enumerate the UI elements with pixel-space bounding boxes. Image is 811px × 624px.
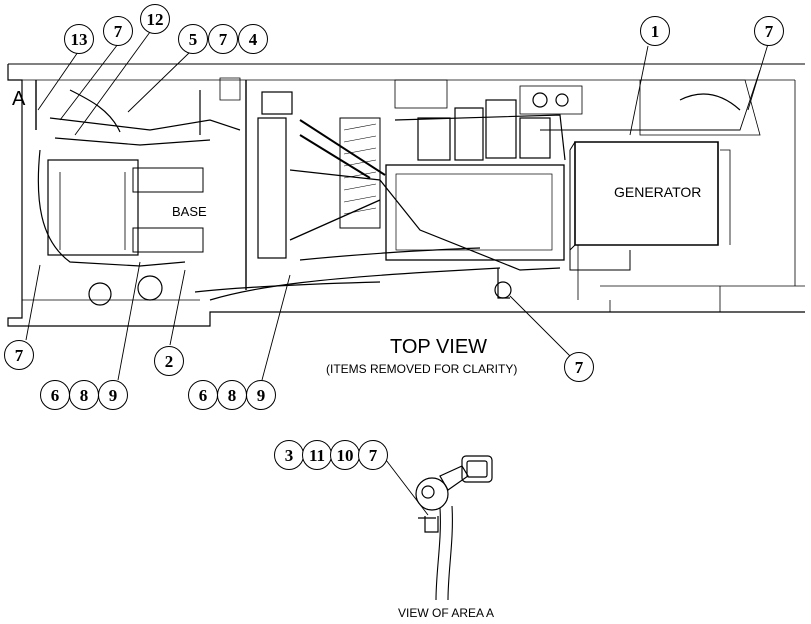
callout-7: 7: [208, 24, 238, 54]
callout-12: 12: [140, 4, 170, 34]
base-label: BASE: [172, 204, 207, 219]
callout-6: 6: [188, 380, 218, 410]
callout-3: 3: [274, 440, 304, 470]
callout-7: 7: [358, 440, 388, 470]
callout-8: 8: [217, 380, 247, 410]
callout-7: 7: [103, 16, 133, 46]
area-a-marker: A: [12, 88, 26, 110]
callout-7: 7: [564, 352, 594, 382]
generator-label: GENERATOR: [614, 184, 702, 200]
callout-7: 7: [754, 16, 784, 46]
callout-1: 1: [640, 16, 670, 46]
callout-7: 7: [4, 340, 34, 370]
top-view-note: (ITEMS REMOVED FOR CLARITY): [326, 362, 518, 376]
callout-8: 8: [69, 380, 99, 410]
callout-13: 13: [64, 24, 94, 54]
callout-6: 6: [40, 380, 70, 410]
callout-5: 5: [178, 24, 208, 54]
callout-9: 9: [246, 380, 276, 410]
callout-4: 4: [238, 24, 268, 54]
callout-2: 2: [154, 346, 184, 376]
callout-9: 9: [98, 380, 128, 410]
callout-10: 10: [330, 440, 360, 470]
callout-11: 11: [302, 440, 332, 470]
area-view-title: VIEW OF AREA A: [398, 606, 495, 620]
top-view-title: TOP VIEW: [390, 336, 488, 358]
